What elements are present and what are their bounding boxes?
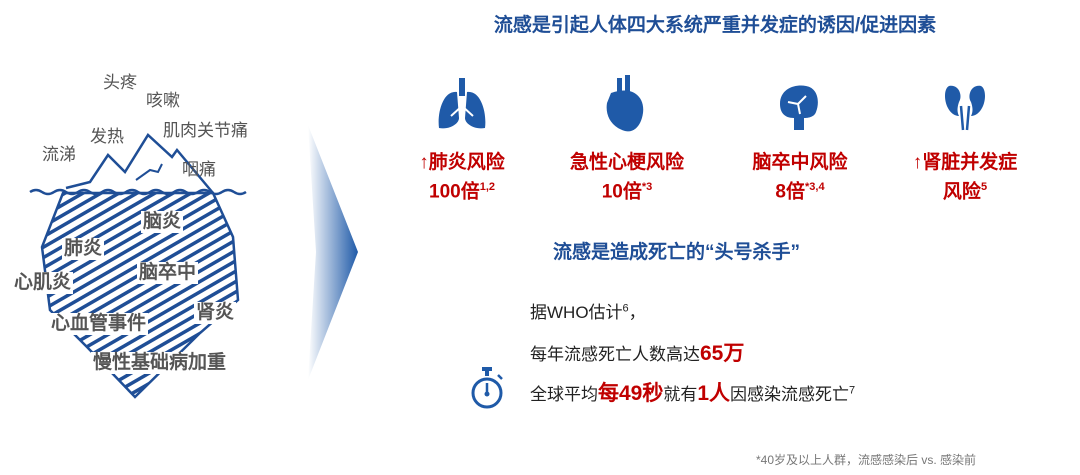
text: 就有	[663, 385, 698, 404]
risk-value: 100倍	[429, 181, 480, 203]
risk-ref: 1,2	[479, 181, 495, 193]
text: 每年流感死亡人数高达	[530, 345, 700, 364]
disease-myocarditis: 心肌炎	[12, 272, 74, 294]
risk-stroke: 脑卒中风险 8倍*3,4	[725, 150, 875, 204]
highlight: 1人	[697, 382, 731, 405]
every-49-seconds-line: 全球平均每49秒就有1人因感染流感死亡7	[530, 377, 855, 407]
kidneys-icon	[945, 85, 985, 131]
risk-value: 10倍	[601, 181, 642, 203]
risk-label: ↑肾脏并发症	[912, 152, 1018, 173]
risk-value: 8倍	[775, 181, 805, 203]
highlight: 65万	[700, 342, 745, 365]
symptom-muscle-pain: 肌肉关节痛	[163, 121, 248, 140]
disease-pneumonia: 肺炎	[62, 238, 105, 260]
ref: 6	[622, 302, 629, 315]
ref: 7	[849, 384, 856, 397]
risk-ref: 5	[980, 181, 988, 193]
text: 因感染流感死亡	[730, 385, 850, 404]
text: 全球平均	[530, 385, 598, 404]
risk-heart-attack: 急性心梗风险 10倍*3	[552, 150, 702, 204]
brain-icon	[780, 85, 818, 130]
risk-value: 风险	[942, 181, 981, 203]
heart-icon	[606, 75, 644, 132]
symptom-cough: 咳嗽	[146, 91, 180, 110]
disease-stroke: 脑卒中	[137, 262, 199, 284]
annual-deaths-line: 每年流感死亡人数高达65万	[530, 337, 744, 367]
lungs-icon	[438, 78, 486, 129]
text: 据WHO估计	[530, 303, 623, 322]
risk-pneumonia: ↑肺炎风险 100倍1,2	[387, 150, 537, 204]
symptom-sore-throat: 咽痛	[182, 160, 216, 179]
iceberg-illustration	[29, 133, 247, 399]
stopwatch-icon	[471, 367, 503, 409]
disease-nephritis: 肾炎	[194, 302, 237, 324]
risk-ref: *3,4	[805, 181, 825, 193]
disease-cardiovascular: 心血管事件	[49, 313, 149, 335]
symptom-runny-nose: 流涕	[42, 145, 76, 164]
who-estimate-line: 据WHO估计6，	[530, 298, 646, 323]
risk-label: 脑卒中风险	[752, 152, 848, 173]
page-title: 流感是引起人体四大系统严重并发症的诱因/促进因素	[493, 15, 937, 36]
symptom-headache: 头疼	[103, 73, 137, 92]
disease-chronic-worsening: 慢性基础病加重	[91, 352, 229, 374]
highlight: 每49秒	[598, 382, 664, 405]
text: ，	[628, 303, 646, 322]
risk-label: ↑肺炎风险	[419, 152, 505, 173]
disease-encephalitis: 脑炎	[141, 211, 184, 233]
symptom-fever: 发热	[90, 127, 124, 146]
chevron-arrow-icon	[308, 125, 358, 380]
footnote: *40岁及以上人群，流感感染后 vs. 感染前	[756, 453, 977, 467]
risk-ref: *3	[641, 181, 653, 193]
killer-title: 流感是造成死亡的“头号杀手”	[553, 242, 801, 263]
risk-label: 急性心梗风险	[569, 152, 684, 173]
risk-kidney: ↑肾脏并发症风险5	[890, 150, 1040, 204]
